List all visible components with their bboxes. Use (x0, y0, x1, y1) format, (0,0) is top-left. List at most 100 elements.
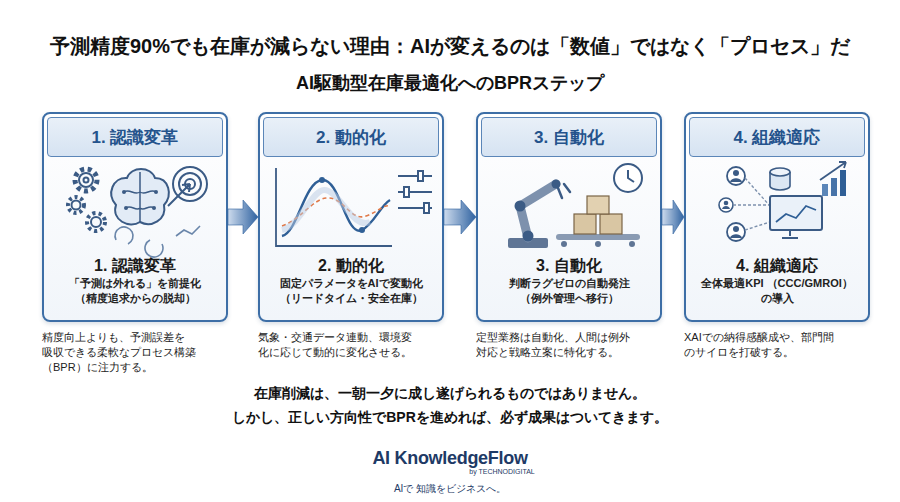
slider-knob (418, 171, 423, 181)
roller (595, 241, 601, 247)
bar (840, 170, 846, 196)
step-summary: 固定パラメータをAIで変動化 （リードタイム・安全在庫） (263, 276, 439, 306)
page-title: 予測精度90%でも在庫が減らない理由：AIが変えるのは「数値」ではなく「プロセス… (0, 33, 900, 60)
clock-hands (628, 170, 634, 182)
step-header: 3. 自動化 (481, 117, 657, 157)
arm-base (508, 238, 548, 248)
database-top (770, 168, 790, 176)
chart-axes (276, 168, 392, 246)
person-body (730, 234, 742, 238)
slider-track (398, 191, 432, 193)
slider-knob (424, 203, 429, 213)
step-description: 定型業務は自動化、人間は例外 対応と戦略立案に特化する。 (476, 330, 644, 360)
person-body (722, 206, 730, 209)
person-badge (727, 167, 745, 185)
cargo-box (600, 214, 622, 234)
gear-hub (84, 178, 89, 183)
clock-face (614, 164, 642, 192)
cycle-arrows (115, 226, 200, 257)
cargo-box (587, 196, 609, 214)
gear-teeth (87, 213, 105, 231)
bar (822, 184, 828, 196)
gear-ring (72, 201, 81, 210)
person-body (730, 178, 742, 182)
org-icons (719, 162, 846, 241)
circuit-dot (122, 190, 126, 194)
link-lines (733, 178, 770, 230)
flow-arrow (662, 200, 684, 234)
arm-gripper (558, 184, 570, 198)
step-title: 3. 自動化 (478, 256, 660, 277)
step-description: 気象・交通データ連動、環境変 化に応じて動的に変化させる。 (258, 330, 426, 360)
target-ring (185, 179, 195, 189)
step-heading: 3. 自動化 (534, 126, 604, 149)
slider-track (398, 207, 432, 209)
step-title: 4. 組織適応 (686, 256, 868, 277)
step-card: 1. 認識変革「予測は外れる」を前提化 （精度追求からの脱却）精度向上よりも、予… (42, 112, 228, 322)
slider-icon (398, 171, 432, 213)
chart-dot (359, 227, 365, 233)
step-description: XAIでの納得感醸成や、部門間 のサイロを打破する。 (684, 330, 852, 360)
circuit-dot (154, 190, 158, 194)
roller (629, 241, 635, 247)
step-card: 4. 組織適応全体最適KPI （CCC/GMROI）の導入XAIでの納得感醸成や… (684, 112, 870, 322)
brain-outline (111, 169, 169, 224)
person-head (733, 226, 739, 232)
roller (561, 241, 567, 247)
chart-dot (319, 177, 325, 183)
step-header: 2. 動的化 (263, 117, 439, 157)
range-band (282, 190, 370, 230)
person-head (733, 170, 739, 176)
closing-message: 在庫削減は、一朝一夕に成し遂げられるものではありません。 (0, 385, 900, 403)
cycle-arc (145, 240, 163, 257)
step-heading: 2. 動的化 (316, 126, 386, 149)
step-summary: 「予測は外れる」を前提化 （精度追求からの脱却） (47, 276, 223, 306)
gear-icon (68, 169, 105, 231)
logo-wordmark: AI KnowledgeFlow (0, 448, 900, 469)
growth-arrow (820, 162, 846, 180)
cycle-arc (115, 227, 133, 244)
gear-ring (79, 173, 93, 187)
monitor-stand (782, 230, 798, 238)
database-body (770, 172, 790, 190)
step-summary: 判断ラグゼロの自動発注 （例外管理へ移行） (481, 276, 657, 306)
gear-teeth (75, 169, 97, 191)
conveyor-belt (556, 234, 640, 240)
logo-byline: by TECHNODIGITAL (462, 468, 542, 475)
target-arrow (168, 184, 190, 206)
step-title: 1. 認識変革 (44, 256, 226, 277)
monitor-screen (770, 196, 822, 230)
step-heading: 4. 組織適応 (734, 126, 821, 149)
wave-chart (276, 168, 392, 246)
circuit-dot (124, 206, 128, 210)
flow-arrow (228, 200, 258, 234)
slider-track (398, 175, 432, 177)
monitor-chart (776, 206, 816, 222)
clock-icon (614, 164, 642, 192)
step-description: 精度向上よりも、予測誤差を 吸収できる柔軟なプロセス構築 （BPR）に注力する。 (42, 330, 210, 375)
slider-knob (404, 187, 409, 197)
step-card: 3. 自動化判断ラグゼロの自動発注 （例外管理へ移行）定型業務は自動化、人間は例… (476, 112, 662, 322)
arm-joint (515, 201, 526, 212)
step-title: 2. 動的化 (260, 256, 442, 277)
cargo-box (574, 214, 596, 234)
step-summary: 全体最適KPI （CCC/GMROI）の導入 (689, 276, 865, 306)
step-card: 2. 動的化固定パラメータをAIで変動化 （リードタイム・安全在庫）気象・交通デ… (258, 112, 444, 322)
target-ring (173, 167, 207, 201)
logo-tagline: AIで 知識をビジネスへ。 (0, 482, 900, 496)
brain-folds (124, 172, 156, 222)
person-badge (719, 198, 733, 212)
bar (831, 178, 837, 196)
flow-arrow (444, 200, 476, 234)
brain-icon (111, 169, 169, 224)
actual-curve (282, 198, 390, 226)
step-heading: 1. 認識変革 (92, 126, 179, 149)
target-icon (168, 167, 207, 206)
step-header: 4. 組織適応 (689, 117, 865, 157)
gear-teeth (68, 197, 84, 213)
target-ring (179, 173, 201, 195)
conveyor (556, 196, 640, 247)
robot-arm (508, 180, 570, 249)
